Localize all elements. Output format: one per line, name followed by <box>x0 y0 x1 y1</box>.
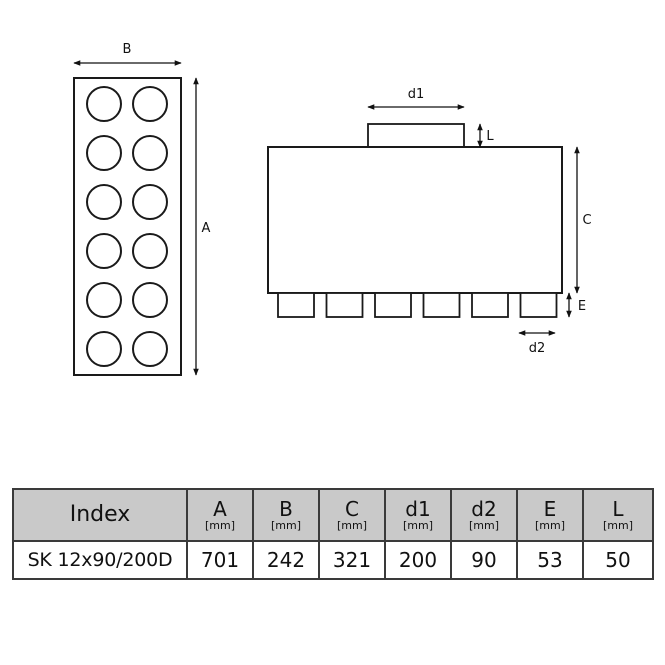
header-b: B[mm] <box>252 488 320 542</box>
outlet-circle <box>86 135 122 171</box>
outlet-circle <box>86 331 122 367</box>
cell-index: SK 12x90/200D <box>12 540 188 580</box>
header-unit: [mm] <box>534 518 565 532</box>
cell-d1: 200 <box>384 540 452 580</box>
header-label: C <box>345 496 359 521</box>
label-l: L <box>486 129 494 144</box>
side-view: d1 L C E d2 <box>267 87 592 356</box>
label-c: C <box>582 213 591 228</box>
label-e: E <box>578 299 586 314</box>
outlet-circle <box>132 135 168 171</box>
label-d2: d2 <box>529 341 546 356</box>
header-label: B <box>279 496 293 521</box>
table-header-row: Index A[mm] B[mm] C[mm] d1[mm] d2[mm] E[… <box>12 488 654 542</box>
outlet-spigot <box>519 292 558 318</box>
header-c: C[mm] <box>318 488 386 542</box>
table-row: SK 12x90/200D 701 242 321 200 90 53 50 <box>12 540 654 580</box>
dimensions-table: Index A[mm] B[mm] C[mm] d1[mm] d2[mm] E[… <box>12 488 654 580</box>
header-d1: d1[mm] <box>384 488 452 542</box>
header-label: d1 <box>405 496 431 521</box>
outlet-circle <box>132 86 168 122</box>
header-e: E[mm] <box>516 488 584 542</box>
inlet-spigot <box>367 123 465 149</box>
outlet-circle <box>86 233 122 269</box>
header-unit: [mm] <box>336 518 367 532</box>
front-view: B A <box>73 42 211 376</box>
header-d2: d2[mm] <box>450 488 518 542</box>
cell-b: 242 <box>252 540 320 580</box>
header-unit: [mm] <box>602 518 633 532</box>
outlet-circle <box>132 184 168 220</box>
outlet-circles <box>86 86 168 367</box>
header-index: Index <box>12 488 188 542</box>
outlet-circle <box>86 184 122 220</box>
outlet-circle <box>132 331 168 367</box>
outlet-spigots <box>277 292 558 318</box>
cell-e: 53 <box>516 540 584 580</box>
outlet-circle <box>86 282 122 318</box>
cell-c: 321 <box>318 540 386 580</box>
side-view-body <box>267 146 563 294</box>
cell-d2: 90 <box>450 540 518 580</box>
outlet-circle <box>132 233 168 269</box>
header-unit: [mm] <box>468 518 499 532</box>
header-label: d2 <box>471 496 497 521</box>
header-a: A[mm] <box>186 488 254 542</box>
outlet-circle <box>132 282 168 318</box>
outlet-spigot <box>471 292 509 318</box>
header-label: L <box>612 496 624 521</box>
header-l: L[mm] <box>582 488 654 542</box>
cell-l: 50 <box>582 540 654 580</box>
cell-a: 701 <box>186 540 254 580</box>
label-d1: d1 <box>408 87 425 102</box>
outlet-spigot <box>325 292 364 318</box>
front-view-outline <box>73 77 182 376</box>
technical-drawing: B A d1 L C E d2 <box>73 42 592 376</box>
header-label: E <box>543 496 557 521</box>
header-unit: [mm] <box>402 518 433 532</box>
outlet-circle <box>86 86 122 122</box>
outlet-spigot <box>374 292 412 318</box>
header-label: A <box>213 496 227 521</box>
label-a: A <box>202 221 211 236</box>
outlet-spigot <box>277 292 315 318</box>
header-unit: [mm] <box>270 518 301 532</box>
label-b: B <box>123 42 132 57</box>
header-unit: [mm] <box>204 518 235 532</box>
outlet-spigot <box>422 292 461 318</box>
